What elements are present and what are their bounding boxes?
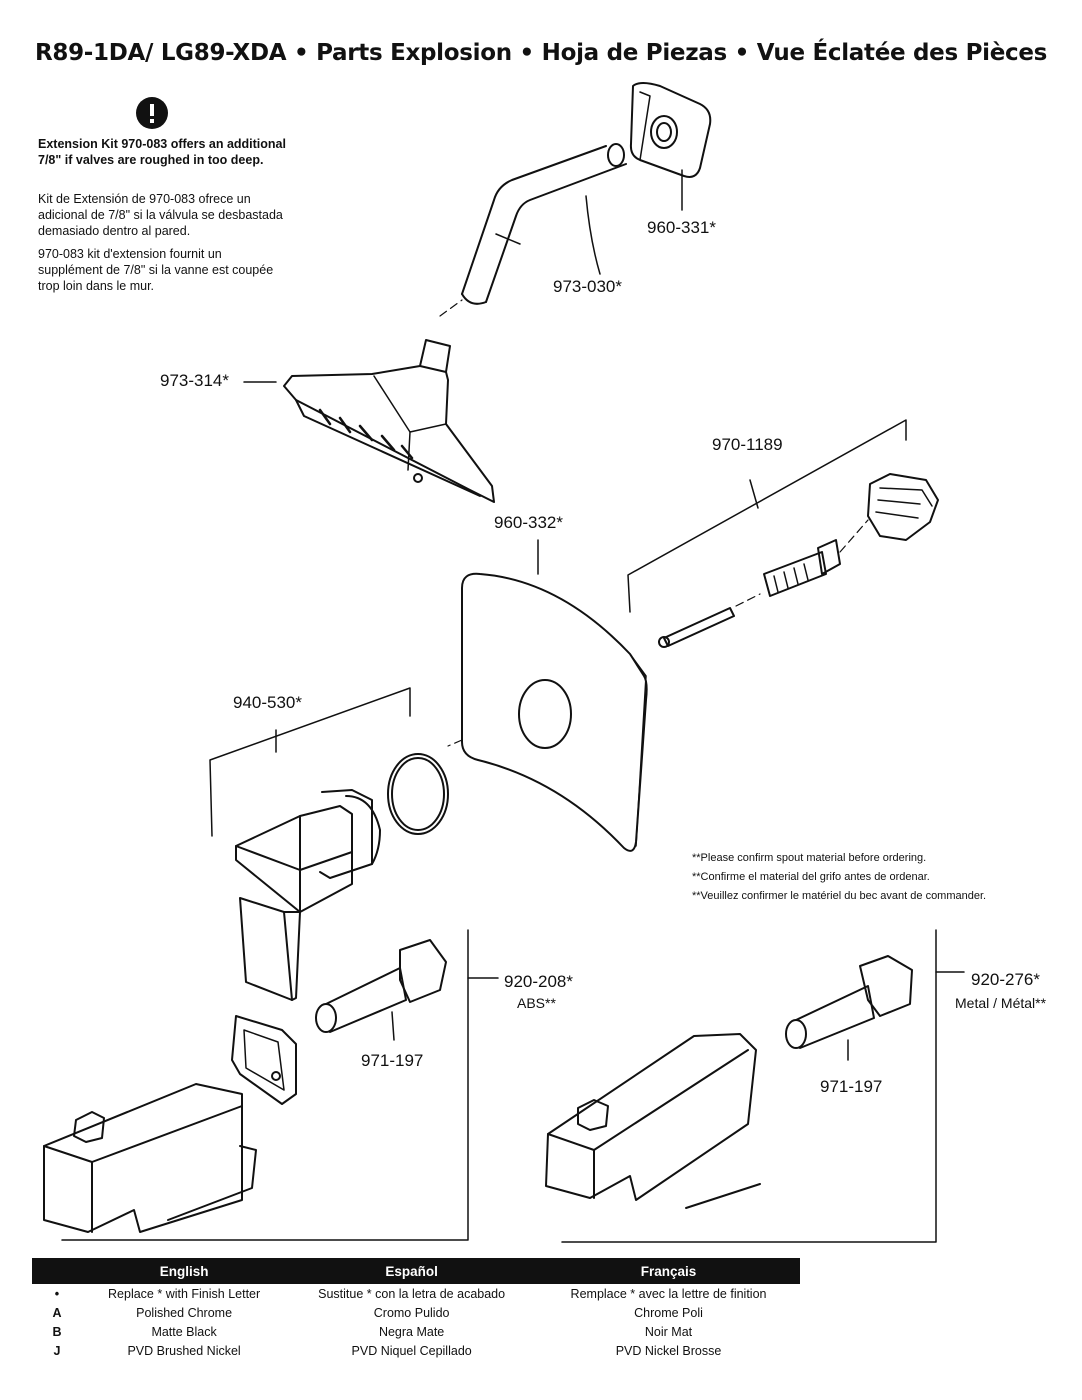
part-label-shower-arm: 973-030* [553,277,623,296]
legend-header-key [32,1258,82,1284]
spout-note-fr: **Veuillez confirmer le matériel du bec … [692,890,987,902]
legend-spanish: Cromo Pulido [373,1305,450,1320]
flange-drawing [629,82,712,178]
spout-note-en: **Please confirm spout material before o… [692,852,927,864]
leader-lines [61,169,965,1243]
right-spout-drawing [545,955,913,1209]
legend-french: Remplace * avec la lettre de finition [570,1286,767,1301]
center-lines [439,299,869,747]
legend-key: A [52,1305,62,1320]
part-label-adapter-left: 971-197 [361,1051,424,1070]
legend-header-spanish: Español [286,1258,538,1284]
legend-row: B Matte Black Negra Mate Noir Mat [32,1322,800,1341]
legend-key: • [54,1286,60,1301]
legend-spanish: Negra Mate [378,1324,445,1339]
showerhead-drawing [283,339,495,503]
warning-text-fr: 970-083 kit d'extension fournit un suppl… [38,247,274,293]
warning-text-es: Kit de Extensión de 970-083 ofrece un ad… [38,192,283,238]
part-label-spout-abs: 920-208* [504,972,574,991]
handle-drawing [235,753,449,1001]
warning-text-en: Extension Kit 970-083 offers an addition… [38,137,286,167]
legend-english: Replace * with Finish Letter [108,1286,261,1301]
legend-header-row: English Español Français [32,1258,800,1284]
spout-note-es: **Confirme el material del grifo antes d… [692,871,930,883]
page-title: R89-1DA/ LG89-XDA • Parts Explosion • Ho… [34,40,1048,66]
spout-metal-material: Metal / Métal** [955,995,1047,1011]
legend-english: Matte Black [151,1324,217,1339]
part-label-adapter-right: 971-197 [820,1077,883,1096]
part-label-spout-metal: 920-276* [971,970,1041,989]
cartridge-drawing [658,473,939,648]
part-label-showerhead: 973-314* [160,371,230,390]
legend-french: PVD Nickel Brosse [615,1343,722,1358]
part-label-cartridge-kit: 970-1189 [712,435,783,454]
finish-legend-table: English Español Français • Replace * wit… [32,1258,800,1360]
legend-french: Chrome Poli [634,1305,703,1320]
legend-english: Polished Chrome [136,1305,233,1320]
legend-row: A Polished Chrome Cromo Pulido Chrome Po… [32,1303,800,1322]
legend-header-english: English [82,1258,287,1284]
legend-header-french: Français [537,1258,800,1284]
legend-spanish: PVD Niquel Cepillado [351,1343,472,1358]
shower-arm-drawing [461,143,627,305]
legend-key: J [53,1343,61,1358]
warning-icon [136,97,168,129]
legend-english: PVD Brushed Nickel [127,1343,241,1358]
legend-row: • Replace * with Finish Letter Sustitue … [32,1284,800,1303]
part-label-flange: 960-331* [647,218,717,237]
legend-french: Noir Mat [644,1324,693,1339]
legend-spanish: Sustitue * con la letra de acabado [318,1286,506,1301]
legend-key: B [52,1324,62,1339]
legend-row: J PVD Brushed Nickel PVD Niquel Cepillad… [32,1341,800,1360]
escutcheon-drawing [461,572,648,852]
spout-abs-material: ABS** [517,995,556,1011]
left-spout-drawing [43,939,447,1233]
part-label-escutcheon: 960-332* [494,513,564,532]
part-label-handle-kit: 940-530* [233,693,303,712]
